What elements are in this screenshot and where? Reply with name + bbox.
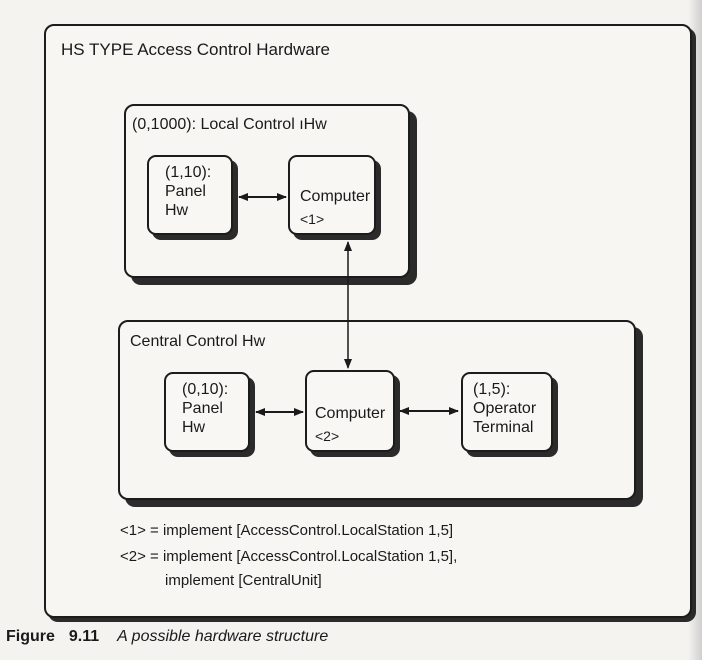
central-panel-hw-node: (0,10): Panel Hw [164, 372, 250, 452]
terminal-label-2: Terminal [473, 419, 534, 436]
caption-text: A possible hardware structure [117, 628, 329, 645]
central-control-label: Central Control Hw [130, 333, 266, 350]
local-computer-node: Computer <1> [288, 155, 376, 235]
local-computer-label: Computer [300, 188, 371, 205]
caption-number: 9.11 [68, 628, 100, 645]
terminal-label-1: Operator [473, 400, 537, 417]
local-panel-label-2: Hw [165, 202, 189, 219]
operator-terminal-node: (1,5): Operator Terminal [461, 372, 553, 452]
central-panel-label-1: Panel [182, 400, 223, 417]
note-2: <2> = implement [AccessControl.LocalStat… [120, 548, 458, 565]
local-panel-hw-node: (1,10): Panel Hw [147, 155, 233, 235]
local-panel-label-1: Panel [165, 183, 206, 200]
figure-caption: Figure 9.11 A possible hardware structure [6, 628, 328, 646]
note-2-continued: implement [CentralUnit] [165, 572, 322, 589]
note-1: <1> = implement [AccessControl.LocalStat… [120, 522, 454, 539]
diagram-title: HS TYPE Access Control Hardware [61, 40, 330, 59]
central-computer-label: Computer [315, 405, 386, 422]
caption-figure-word: Figure [6, 628, 55, 645]
local-computer-ref: <1> [300, 211, 325, 227]
local-control-label: (0,1000): Local Control ıHw [132, 116, 327, 133]
central-computer-ref: <2> [315, 428, 340, 444]
central-panel-label-2: Hw [182, 419, 206, 436]
local-panel-multiplicity: (1,10): [165, 164, 212, 181]
terminal-multiplicity: (1,5): [473, 381, 511, 398]
central-computer-node: Computer <2> [305, 370, 395, 452]
central-panel-multiplicity: (0,10): [182, 381, 229, 398]
